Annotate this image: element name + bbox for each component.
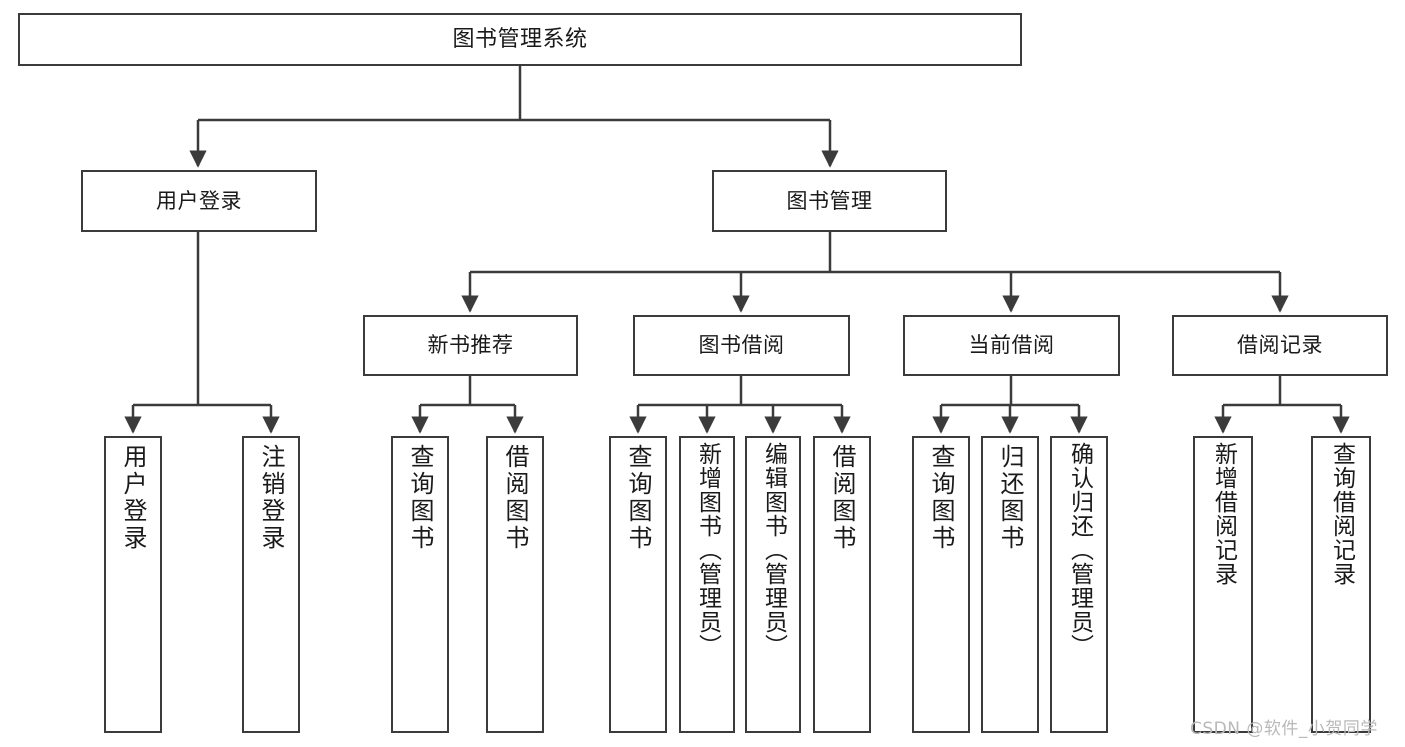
leaf-logout-login[interactable]: 注销登录 (242, 436, 300, 733)
leaf-confirm-return-admin[interactable]: 确认归还（管理员） (1050, 436, 1108, 733)
leaf-borrow-book-borrow[interactable]: 借阅图书 (813, 436, 871, 733)
node-borrow-record[interactable]: 借阅记录 (1172, 315, 1388, 376)
node-label: 用户登录 (156, 188, 242, 213)
node-label: 用户登录 (119, 444, 147, 552)
node-label: 借阅图书 (501, 444, 529, 552)
node-label: 图书管理 (786, 188, 873, 213)
leaf-add-borrow-record[interactable]: 新增借阅记录 (1193, 436, 1253, 733)
leaf-add-book-admin[interactable]: 新增图书（管理员） (679, 436, 735, 733)
node-label: 图书管理系统 (452, 26, 588, 52)
node-label: 注销登录 (257, 444, 285, 552)
node-label: 归还图书 (996, 444, 1024, 552)
leaf-query-book-rec[interactable]: 查询图书 (391, 436, 449, 733)
node-user-login[interactable]: 用户登录 (81, 170, 317, 232)
node-label: 查询图书 (927, 444, 955, 552)
node-label: 查询图书 (624, 444, 652, 552)
node-book-borrow[interactable]: 图书借阅 (633, 315, 850, 376)
node-label: 查询借阅记录 (1328, 442, 1355, 586)
leaf-edit-book-admin[interactable]: 编辑图书（管理员） (745, 436, 801, 733)
leaf-query-book-current[interactable]: 查询图书 (912, 436, 970, 733)
node-book-manage[interactable]: 图书管理 (712, 170, 947, 232)
node-label: 当前借阅 (968, 333, 1055, 358)
leaf-borrow-book-rec[interactable]: 借阅图书 (486, 436, 544, 733)
node-current-borrow[interactable]: 当前借阅 (903, 315, 1120, 376)
node-label: 编辑图书（管理员） (760, 442, 787, 658)
leaf-return-book[interactable]: 归还图书 (981, 436, 1039, 733)
node-label: 确认归还（管理员） (1066, 442, 1093, 658)
node-label: 新增借阅记录 (1210, 442, 1237, 586)
leaf-user-login[interactable]: 用户登录 (104, 436, 162, 733)
node-new-book-recommendation[interactable]: 新书推荐 (363, 315, 578, 376)
node-label: 借阅图书 (828, 444, 856, 552)
node-label: 借阅记录 (1237, 333, 1323, 358)
node-label: 新增图书（管理员） (694, 442, 721, 658)
node-root-book-management-system[interactable]: 图书管理系统 (18, 13, 1022, 66)
leaf-query-book-borrow[interactable]: 查询图书 (609, 436, 667, 733)
node-label: 查询图书 (406, 444, 434, 552)
csdn-watermark: CSDN @软件_小贺同学 (1190, 719, 1378, 739)
node-label: 图书借阅 (698, 333, 785, 358)
node-label: 新书推荐 (427, 333, 514, 358)
leaf-query-borrow-record[interactable]: 查询借阅记录 (1311, 436, 1371, 733)
